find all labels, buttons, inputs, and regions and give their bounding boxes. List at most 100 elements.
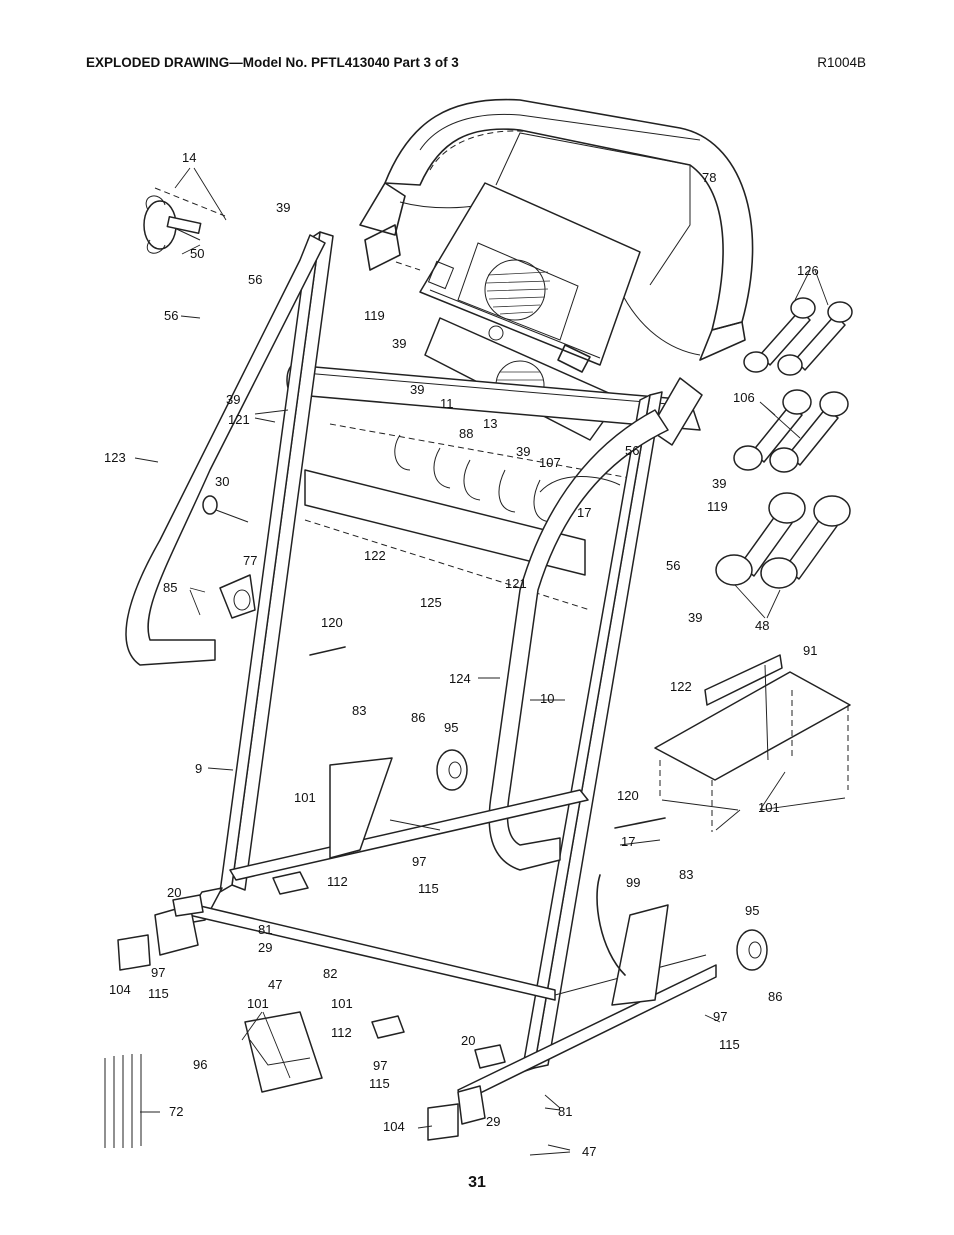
callout-101: 101	[758, 800, 780, 815]
callout-56: 56	[164, 308, 178, 323]
callout-39: 39	[688, 610, 702, 625]
left-upright	[181, 231, 334, 925]
dumbbell-126b	[777, 301, 853, 376]
console-frame	[359, 98, 754, 361]
upright-crossbar	[286, 363, 701, 611]
callout-82: 82	[323, 966, 337, 981]
callout-104: 104	[383, 1119, 405, 1134]
callout-96: 96	[193, 1057, 207, 1072]
callout-126: 126	[797, 263, 819, 278]
callout-115: 115	[719, 1037, 740, 1052]
dumbbell-48b	[760, 495, 851, 589]
callout-115: 115	[369, 1076, 390, 1091]
callout-11: 11	[440, 396, 454, 411]
callout-95: 95	[745, 903, 759, 918]
bracket-77	[219, 574, 256, 619]
callout-95: 95	[444, 720, 458, 735]
callout-125: 125	[420, 595, 442, 610]
bolts-120	[309, 646, 666, 829]
callout-112: 112	[331, 1025, 352, 1040]
guard-96	[244, 1011, 323, 1093]
left-handrail	[125, 234, 326, 666]
callout-101: 101	[247, 996, 269, 1011]
callout-17: 17	[577, 505, 591, 520]
callout-101: 101	[294, 790, 316, 805]
callout-13: 13	[483, 416, 497, 431]
wheels	[436, 749, 768, 971]
plates-112-20	[172, 871, 506, 1069]
callout-115: 115	[418, 881, 439, 896]
callout-72: 72	[169, 1104, 183, 1119]
speaker-grille	[457, 242, 579, 341]
callout-97: 97	[412, 854, 426, 869]
right-handrail	[488, 409, 669, 871]
dumbbell-106b	[769, 391, 849, 473]
dumbbell-106a	[733, 389, 812, 471]
callout-20: 20	[461, 1033, 475, 1048]
dumbbells	[715, 297, 853, 589]
callout-39: 39	[276, 200, 290, 215]
callout-47: 47	[268, 977, 282, 992]
callout-29: 29	[258, 940, 272, 955]
callout-106: 106	[733, 390, 755, 405]
callout-120: 120	[617, 788, 639, 803]
callout-119: 119	[364, 308, 385, 323]
callout-17: 17	[621, 834, 635, 849]
callout-56: 56	[625, 443, 639, 458]
callout-29: 29	[486, 1114, 500, 1129]
callout-30: 30	[215, 474, 229, 489]
callout-47: 47	[582, 1144, 596, 1159]
callout-78: 78	[702, 170, 716, 185]
callout-39: 39	[516, 444, 530, 459]
callout-91: 91	[803, 643, 817, 658]
callout-97: 97	[373, 1058, 387, 1073]
accessory-tray	[654, 654, 851, 832]
callout-86: 86	[768, 989, 782, 1004]
callout-122: 122	[670, 679, 692, 694]
callout-39: 39	[392, 336, 406, 351]
callout-56: 56	[248, 272, 262, 287]
callout-112: 112	[327, 874, 348, 889]
document-code: R1004B	[817, 55, 866, 70]
callout-104: 104	[109, 982, 131, 997]
callout-77: 77	[243, 553, 257, 568]
callout-48: 48	[755, 618, 769, 633]
callout-120: 120	[321, 615, 343, 630]
wire-harness-17-99	[539, 476, 661, 976]
callout-83: 83	[352, 703, 366, 718]
fan-assembly	[143, 187, 226, 254]
wheel-brackets	[329, 757, 669, 1006]
callout-121: 121	[228, 412, 250, 427]
dumbbell-126a	[743, 297, 816, 373]
callout-86: 86	[411, 710, 425, 725]
callout-119: 119	[707, 499, 728, 514]
callout-115: 115	[148, 986, 169, 1001]
callout-39: 39	[410, 382, 424, 397]
right-upright	[521, 377, 703, 1073]
callout-101: 101	[331, 996, 353, 1011]
callout-10: 10	[540, 691, 554, 706]
callout-123: 123	[104, 450, 126, 465]
knob-30	[202, 495, 249, 523]
callout-56: 56	[666, 558, 680, 573]
callout-121: 121	[505, 576, 527, 591]
feet-104	[117, 934, 459, 1141]
callout-39: 39	[712, 476, 726, 491]
callout-20: 20	[167, 885, 181, 900]
cable-ties-72	[104, 1054, 142, 1148]
page-number: 31	[468, 1174, 486, 1191]
callout-107: 107	[539, 455, 561, 470]
callout-83: 83	[679, 867, 693, 882]
callout-9: 9	[195, 761, 202, 776]
callout-88: 88	[459, 426, 473, 441]
callout-14: 14	[182, 150, 196, 165]
callout-81: 81	[558, 1104, 572, 1119]
callout-85: 85	[163, 580, 177, 595]
leader-lines	[134, 167, 846, 1156]
drawing-title: EXPLODED DRAWING—Model No. PFTL413040 Pa…	[86, 55, 459, 70]
callout-81: 81	[258, 922, 272, 937]
console-panel	[419, 182, 641, 373]
